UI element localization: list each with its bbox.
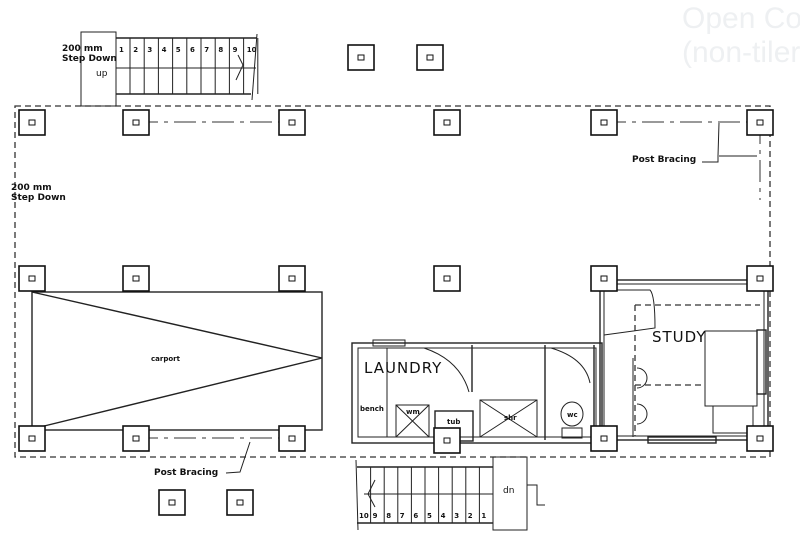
- top-stair-numbers: 1 2 3 4 5 6 7 8 9 10: [119, 46, 257, 54]
- stair-number: 9: [233, 46, 238, 54]
- post-bracing-leader: [225, 441, 251, 474]
- post: [746, 265, 774, 292]
- tub-label: tub: [447, 418, 460, 426]
- post: [433, 109, 461, 136]
- post: [278, 109, 306, 136]
- stair-number: 2: [133, 46, 138, 54]
- post: [746, 109, 774, 136]
- bench-label: bench: [360, 405, 384, 413]
- post: [18, 109, 46, 136]
- post: [158, 489, 186, 516]
- stair-number: 8: [386, 512, 391, 520]
- stair-number: 6: [413, 512, 418, 520]
- post: [18, 425, 46, 452]
- washing-machine-label: wm: [406, 408, 420, 416]
- stair-number: 9: [373, 512, 378, 520]
- watermark-line-2: (non-tiler: [682, 36, 800, 69]
- bottom-stair: [355, 456, 545, 531]
- step-down-left-mm: 200 mm: [11, 183, 52, 193]
- posts: [18, 44, 774, 516]
- shower-label: shr: [504, 414, 517, 422]
- post-bracing-leader: [702, 122, 757, 163]
- stair-number: 3: [454, 512, 459, 520]
- dn-label: dn: [503, 486, 514, 496]
- post: [590, 109, 618, 136]
- study-label: STUDY: [652, 328, 707, 346]
- post: [590, 265, 618, 292]
- post-bracing-label-right: Post Bracing: [632, 155, 696, 165]
- up-label: up: [96, 69, 108, 79]
- step-down-left: Step Down: [11, 193, 66, 203]
- post: [226, 489, 254, 516]
- post: [122, 265, 150, 292]
- laundry-label: LAUNDRY: [364, 359, 442, 377]
- carport: [31, 291, 323, 431]
- post: [122, 425, 150, 452]
- post: [416, 44, 444, 71]
- stair-number: 5: [176, 46, 181, 54]
- stair-number: 4: [162, 46, 167, 54]
- post-bracing-label-bottom: Post Bracing: [154, 468, 218, 478]
- top-stair: [80, 31, 259, 107]
- stair-number: 7: [204, 46, 209, 54]
- step-down-top: Step Down: [62, 54, 117, 64]
- stair-number: 1: [481, 512, 486, 520]
- post: [746, 425, 774, 452]
- study-room: [599, 279, 769, 444]
- watermark-line-1: Open Co: [682, 2, 800, 35]
- step-down-top-mm: 200 mm: [62, 44, 103, 54]
- stair-number: 6: [190, 46, 195, 54]
- wc-label: wc: [567, 411, 578, 419]
- stair-number: 7: [400, 512, 405, 520]
- post: [347, 44, 375, 71]
- post: [433, 265, 461, 292]
- stair-number: 5: [427, 512, 432, 520]
- laundry-block: [351, 339, 603, 444]
- post: [18, 265, 46, 292]
- post: [278, 265, 306, 292]
- post: [122, 109, 150, 136]
- carport-label: carport: [151, 355, 181, 363]
- stair-number: 1: [119, 46, 124, 54]
- stair-number: 10: [359, 512, 369, 520]
- stair-number: 3: [147, 46, 152, 54]
- stair-number: 8: [218, 46, 223, 54]
- post: [590, 425, 618, 452]
- stair-number: 2: [468, 512, 473, 520]
- post: [433, 427, 461, 454]
- stair-number: 4: [441, 512, 446, 520]
- stair-number: 10: [247, 46, 257, 54]
- post: [278, 425, 306, 452]
